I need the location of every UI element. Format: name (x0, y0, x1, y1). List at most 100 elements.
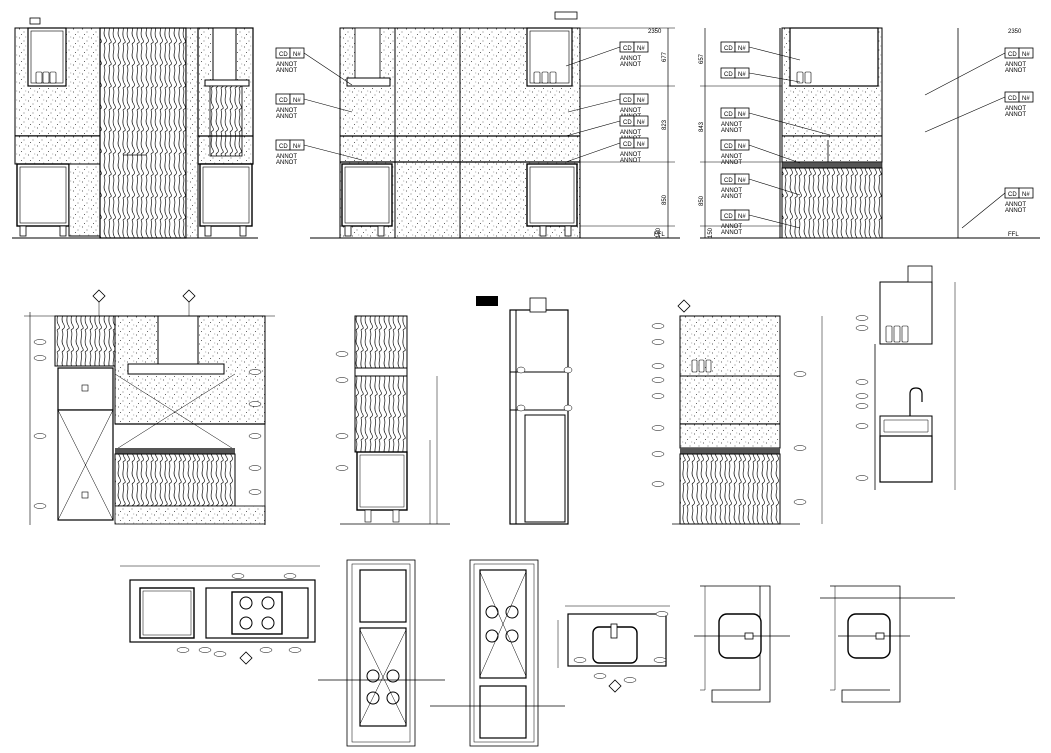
svg-text:ANNOT: ANNOT (1005, 62, 1026, 68)
svg-text:ANNOT: ANNOT (721, 194, 742, 200)
svg-text:ANNOT: ANNOT (276, 108, 297, 114)
svg-text:ANNOT: ANNOT (1005, 208, 1026, 214)
dim-base: 850 (662, 194, 668, 205)
elevation-3: 657 843 850 150 2350 FFL CD N# CD N# CD N# … (699, 27, 1040, 239)
svg-text:ANNOT: ANNOT (276, 114, 297, 120)
svg-text:CD: CD (1008, 52, 1017, 58)
svg-text:N#: N# (293, 98, 301, 104)
svg-text:ANNOT: ANNOT (620, 152, 641, 158)
svg-text:ANNOT: ANNOT (620, 130, 641, 136)
svg-text:ANNOT: ANNOT (620, 108, 641, 114)
svg-text:843: 843 (699, 121, 705, 132)
annotation-tag: CD N# (720, 67, 801, 83)
svg-text:N#: N# (1022, 192, 1030, 198)
section-8 (855, 265, 956, 490)
svg-text:CD: CD (1008, 192, 1017, 198)
svg-text:N#: N# (293, 144, 301, 150)
svg-text:ANNOT: ANNOT (721, 154, 742, 160)
svg-text:657: 657 (699, 53, 705, 64)
ffl-label: FFL (654, 232, 665, 238)
svg-text:ANNOT: ANNOT (721, 230, 742, 236)
svg-text:CD: CD (623, 98, 632, 104)
svg-text:ANNOT: ANNOT (620, 158, 641, 164)
tall-wood-panel (99, 27, 187, 239)
dim-plinth: 150 (656, 227, 662, 238)
svg-text:CD: CD (279, 144, 288, 150)
svg-text:150: 150 (708, 227, 714, 238)
svg-text:ANNOT: ANNOT (721, 188, 742, 194)
svg-text:ANNOT: ANNOT (276, 68, 297, 74)
svg-text:CD: CD (724, 46, 733, 52)
base-cabinet (16, 163, 70, 227)
svg-text:N#: N# (1022, 52, 1030, 58)
svg-text:N#: N# (637, 142, 645, 148)
svg-text:ANNOT: ANNOT (721, 224, 742, 230)
svg-text:850: 850 (699, 195, 705, 206)
svg-text:N#: N# (738, 178, 746, 184)
plan-1 (120, 565, 320, 665)
svg-text:CD: CD (724, 214, 733, 220)
svg-text:ANNOT: ANNOT (276, 62, 297, 68)
bottles-icon (35, 71, 57, 84)
svg-text:ANNOT: ANNOT (276, 160, 297, 166)
svg-text:N#: N# (738, 214, 746, 220)
svg-text:CD: CD (279, 98, 288, 104)
svg-text:N#: N# (637, 98, 645, 104)
svg-text:CD: CD (279, 52, 288, 58)
svg-text:ANNOT: ANNOT (276, 154, 297, 160)
svg-text:N#: N# (637, 120, 645, 126)
svg-text:CD: CD (724, 72, 733, 78)
dim-mid: 823 (662, 119, 668, 130)
svg-text:ANNOT: ANNOT (1005, 202, 1026, 208)
plan-4 (557, 605, 670, 693)
svg-text:N#: N# (1022, 96, 1030, 102)
svg-text:ANNOT: ANNOT (1005, 112, 1026, 118)
svg-text:N#: N# (738, 72, 746, 78)
svg-text:N#: N# (738, 144, 746, 150)
svg-text:N#: N# (738, 46, 746, 52)
svg-text:N#: N# (293, 52, 301, 58)
annotation-tag: CD N# (720, 41, 801, 61)
svg-text:ANNOT: ANNOT (1005, 68, 1026, 74)
elevation-7 (651, 299, 823, 525)
svg-text:CD: CD (724, 112, 733, 118)
dim-top: 677 (662, 51, 668, 62)
elevation-4 (24, 289, 275, 525)
svg-text:CD: CD (1008, 96, 1017, 102)
svg-text:FFL: FFL (1008, 232, 1019, 238)
svg-text:ANNOT: ANNOT (721, 160, 742, 166)
elevation-1 (12, 17, 258, 239)
svg-text:2350: 2350 (1008, 29, 1022, 35)
elevation-5 (335, 315, 450, 525)
section-6 (476, 296, 573, 525)
svg-text:CD: CD (724, 178, 733, 184)
plan-5 (694, 585, 790, 703)
svg-text:CD: CD (724, 144, 733, 150)
svg-text:ANNOT: ANNOT (620, 62, 641, 68)
svg-text:CD: CD (623, 142, 632, 148)
svg-text:ANNOT: ANNOT (1005, 106, 1026, 112)
svg-text:CD: CD (623, 46, 632, 52)
svg-text:CD: CD (623, 120, 632, 126)
plan-6 (820, 585, 955, 703)
plan-3 (430, 559, 565, 747)
svg-text:ANNOT: ANNOT (620, 56, 641, 62)
svg-text:N#: N# (738, 112, 746, 118)
dim-total: 2350 (648, 29, 662, 35)
svg-text:ANNOT: ANNOT (721, 128, 742, 134)
plan-2 (318, 559, 445, 747)
